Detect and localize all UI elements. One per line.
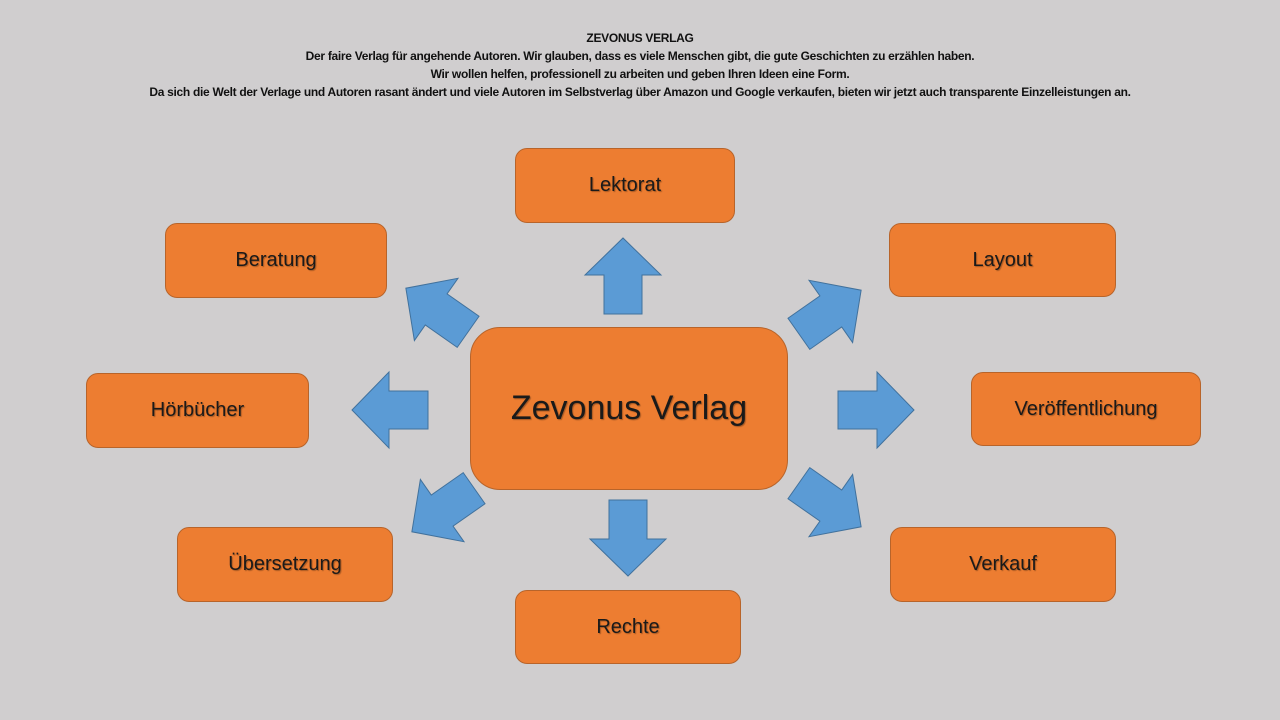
node-lektorat: Lektorat bbox=[515, 148, 735, 223]
node-veroeffentlichung: Veröffentlichung bbox=[971, 372, 1201, 446]
header-title: ZEVONUS VERLAG bbox=[586, 31, 694, 45]
node-hoerbuecher: Hörbücher bbox=[86, 373, 309, 448]
header-text: ZEVONUS VERLAG Der faire Verlag für ange… bbox=[0, 29, 1280, 101]
arrow-up-icon bbox=[584, 237, 662, 315]
arrow-left-icon bbox=[351, 371, 429, 449]
arrow-right-icon bbox=[837, 371, 915, 449]
arrow-up-right-icon bbox=[776, 258, 884, 366]
node-uebersetzung: Übersetzung bbox=[177, 527, 393, 602]
node-beratung: Beratung bbox=[165, 223, 387, 298]
center-node: Zevonus Verlag bbox=[470, 327, 788, 490]
arrow-down-right-icon bbox=[776, 451, 884, 559]
node-verkauf: Verkauf bbox=[890, 527, 1116, 602]
node-rechte: Rechte bbox=[515, 590, 741, 664]
header-line-1: Der faire Verlag für angehende Autoren. … bbox=[305, 49, 975, 63]
arrow-down-icon bbox=[589, 499, 667, 577]
header-line-3: Da sich die Welt der Verlage und Autoren… bbox=[149, 85, 1131, 99]
header-line-2: Wir wollen helfen, professionell zu arbe… bbox=[430, 67, 850, 81]
node-layout: Layout bbox=[889, 223, 1116, 297]
